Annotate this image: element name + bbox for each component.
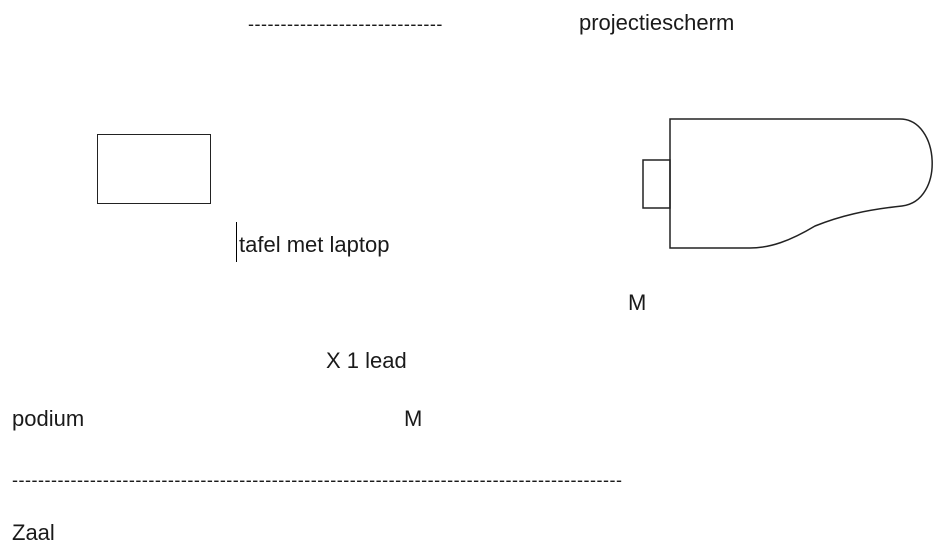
text-cursor (236, 222, 237, 262)
lead-singer-label: X 1 lead (326, 348, 407, 373)
stage-edge-dash-line: ----------------------------------------… (12, 470, 623, 490)
microphone-center-label: M (404, 406, 423, 431)
table-label: tafel met laptop (239, 232, 390, 257)
piano-bench (642, 159, 671, 209)
podium-label: podium (12, 406, 85, 431)
table-shape (97, 134, 211, 204)
hall-label: Zaal (12, 520, 55, 545)
projection-screen-label: projectiescherm (579, 10, 735, 35)
grand-piano-shape (642, 118, 933, 249)
microphone-right-label: M (628, 290, 647, 315)
screen-dash-line: ------------------------------ (248, 14, 443, 34)
piano-body (669, 118, 933, 249)
